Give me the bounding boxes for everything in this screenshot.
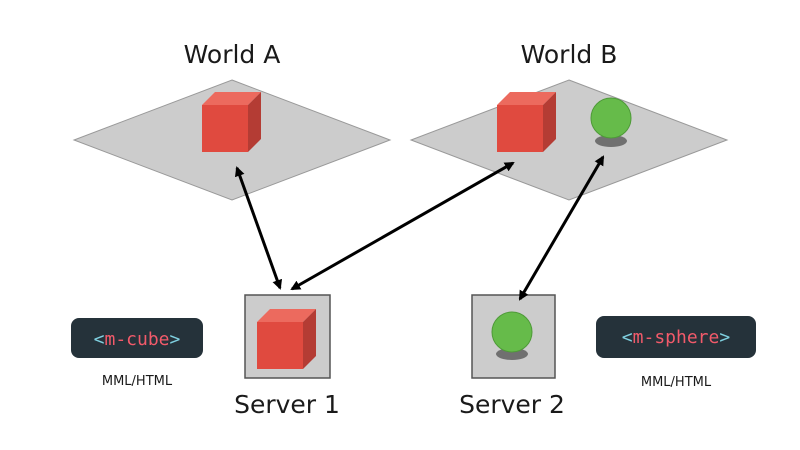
world-a-cube-icon	[202, 92, 261, 152]
world-b-sphere-icon	[590, 97, 632, 147]
arrow-server2-world-b	[518, 155, 605, 301]
m-cube-tag: m-cube	[104, 329, 169, 350]
m-cube-badge: <m-cube>	[71, 318, 203, 358]
m-cube-close-bracket: >	[170, 329, 181, 350]
arrow-server1-world-a	[234, 166, 283, 290]
arrow-server1-world-b	[290, 161, 515, 291]
server-2-sphere-icon	[491, 311, 533, 360]
svg-text:<m-sphere>: <m-sphere>	[622, 327, 731, 348]
m-sphere-caption: MML/HTML	[641, 375, 712, 390]
server-1-cube-icon	[257, 309, 316, 369]
svg-text:<m-cube>: <m-cube>	[94, 329, 181, 350]
m-sphere-badge: <m-sphere>	[596, 316, 756, 358]
world-b-title: World B	[521, 40, 618, 69]
world-b-cube-icon	[497, 92, 556, 152]
m-cube-open-bracket: <	[94, 329, 105, 350]
world-a-title: World A	[184, 40, 281, 69]
server-2-label: Server 2	[459, 390, 565, 419]
m-sphere-open-bracket: <	[622, 327, 633, 348]
server-1-label: Server 1	[234, 390, 340, 419]
m-sphere-close-bracket: >	[719, 327, 730, 348]
m-cube-caption: MML/HTML	[102, 374, 173, 389]
m-sphere-tag: m-sphere	[633, 327, 720, 348]
world-b-plane	[409, 79, 729, 201]
